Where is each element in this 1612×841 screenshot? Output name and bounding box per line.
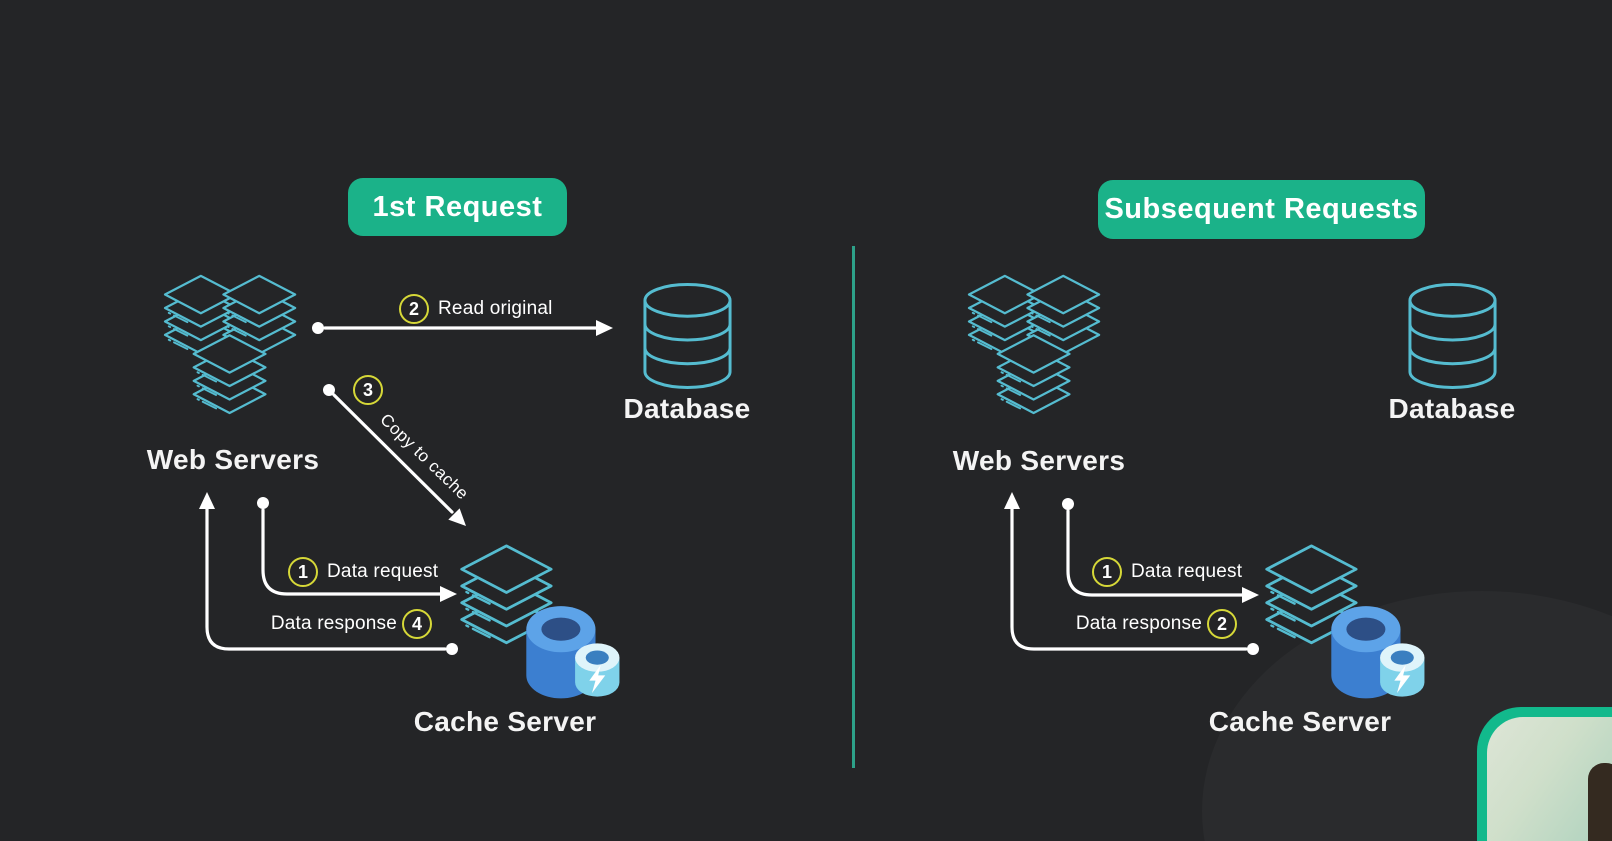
database-icon [1408, 283, 1497, 389]
flow-label-data-response: Data response [1075, 613, 1202, 634]
database-label: Database [1388, 393, 1516, 424]
web-servers-label: Web Servers [952, 445, 1126, 476]
cache-server-label: Cache Server [413, 706, 597, 737]
cache-server-icon [460, 544, 620, 699]
step-circle-2: 2 [1207, 609, 1237, 639]
flow-label-data-request: Data request [327, 561, 439, 582]
badge-1st-request: 1st Request [348, 178, 567, 236]
panel-divider [852, 246, 855, 768]
cache-server-label: Cache Server [1208, 706, 1392, 737]
webcam-overlay [1477, 707, 1612, 841]
flow-label-data-response: Data response [270, 613, 397, 634]
database-label: Database [623, 393, 751, 424]
badge-subsequent-requests: Subsequent Requests [1098, 180, 1425, 239]
step-circle-3: 3 [353, 375, 383, 405]
web-servers-label: Web Servers [146, 444, 320, 475]
step-circle-4: 4 [402, 609, 432, 639]
presenter-silhouette [1588, 763, 1612, 841]
flow-label-read-original: Read original [438, 298, 553, 319]
database-icon [643, 283, 732, 389]
cache-server-icon [1265, 544, 1425, 699]
step-circle-1: 1 [1092, 557, 1122, 587]
flow-label-data-request: Data request [1131, 561, 1243, 582]
step-circle-2: 2 [399, 294, 429, 324]
webcam-video-feed [1487, 717, 1612, 841]
step-circle-1: 1 [288, 557, 318, 587]
